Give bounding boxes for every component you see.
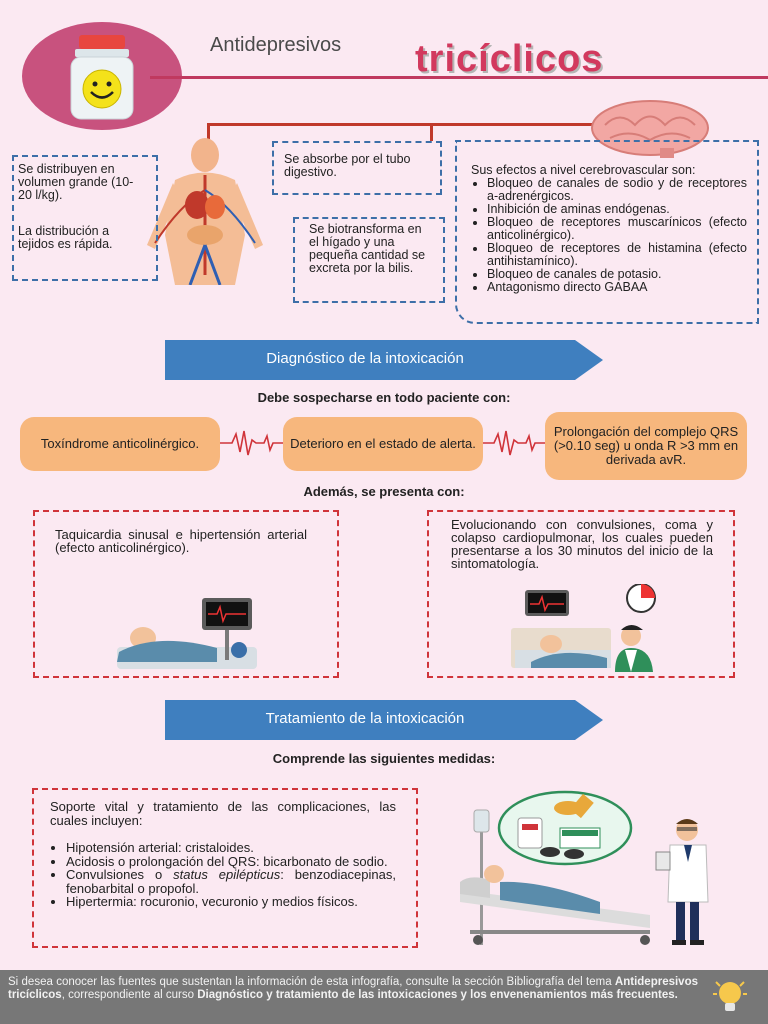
connector-line (207, 123, 607, 126)
list-item: Inhibición de aminas endógenas. (487, 203, 747, 216)
treatment-box: Soporte vital y tratamiento de las compl… (32, 788, 418, 948)
absorption-box: Se absorbe por el tubo digestivo. (272, 141, 442, 195)
footer-text: Si desea conocer las fuentes que sustent… (8, 976, 698, 1002)
diagnosis-banner-shape (165, 340, 603, 380)
footer: Si desea conocer las fuentes que sustent… (0, 970, 768, 1024)
ecg-line-icon (480, 430, 550, 456)
convulsion-box: Evolucionando con convulsiones, coma y c… (427, 510, 735, 678)
connector-line (430, 123, 433, 141)
footer-text-part1: Si desea conocer las fuentes que sustent… (8, 976, 615, 988)
lightbulb-icon (713, 981, 747, 1011)
page-title: tricíclicos (415, 38, 604, 80)
absorption-text: Se absorbe por el tubo digestivo. (284, 152, 411, 179)
list-item: Hipertermia: rocuronio, vecuronio y medi… (66, 895, 396, 909)
treatment-banner-shape (165, 700, 603, 740)
list-item: Convulsiones o status epilépticus: benzo… (66, 868, 396, 895)
list-item: Bloqueo de canales de sodio y de recepto… (487, 177, 747, 203)
convulsion-text: Evolucionando con convulsiones, coma y c… (451, 517, 713, 571)
title-underline (150, 76, 768, 79)
connector-line (207, 123, 210, 143)
list-item: Acidosis o prolongación del QRS: bicarbo… (66, 854, 396, 869)
patient-nurse-clock-illustration-icon (511, 584, 656, 672)
list-item: Hipotensión arterial: cristaloides. (66, 841, 396, 855)
diagnosis-banner-text: Diagnóstico de la intoxicación (266, 350, 464, 367)
list-item: Bloqueo de canales de potasio. (487, 268, 747, 281)
pill-anticholinergic: Toxíndrome anticolinérgico. (20, 417, 220, 471)
treatment-banner-text: Tratamiento de la intoxicación (265, 710, 465, 727)
suspect-heading: Debe sospecharse en todo paciente con: (257, 390, 511, 405)
list-item: Antagonismo directo GABAA (487, 281, 747, 294)
distribution-text-2: La distribución a tejidos es rápida. (18, 224, 113, 251)
distribution-text-1: Se distribuyen en volumen grande (10-20 … (18, 162, 134, 202)
measures-heading: Comprende las siguientes medidas: (272, 751, 496, 766)
list-item: Bloqueo de receptores muscarínicos (efec… (487, 216, 747, 242)
effects-list: Bloqueo de canales de sodio y de recepto… (471, 177, 747, 294)
seizure-label: Convulsiones o (66, 867, 174, 882)
metabolism-box: Se biotransforma en el hígado y una pequ… (293, 217, 445, 303)
list-item: Bloqueo de receptores de histamina (efec… (487, 242, 747, 268)
effects-intro: Sus efectos a nivel cerebrovascular son: (471, 163, 696, 177)
treatment-banner: Tratamiento de la intoxicación (165, 700, 565, 740)
status-epilepticus-text: status epilépticus (173, 867, 281, 882)
ecg-line-icon (218, 430, 288, 456)
tachycardia-text: Taquicardia sinusal e hipertensión arter… (55, 527, 307, 555)
seizure-treatment: : benzodiacepinas, fenobarbital o propof… (66, 867, 396, 896)
human-body-circulatory-icon (147, 138, 263, 285)
footer-course: Diagnóstico y tratamiento de las intoxic… (197, 989, 678, 1001)
smiley-pill-jar-icon (70, 35, 134, 120)
treatment-list: Hipotensión arterial: cristaloides. Acid… (50, 841, 396, 909)
hospital-bed-doctor-illustration-icon (460, 790, 709, 945)
distribution-box: Se distribuyen en volumen grande (10-20 … (12, 155, 158, 281)
also-heading: Además, se presenta con: (303, 484, 465, 499)
diagnosis-banner: Diagnóstico de la intoxicación (165, 340, 565, 380)
footer-text-part2: , correspondiente al curso (61, 989, 198, 1001)
pill-alertness: Deterioro en el estado de alerta. (283, 417, 483, 471)
tachycardia-box: Taquicardia sinusal e hipertensión arter… (33, 510, 339, 678)
pill-qrs: Prolongación del complejo QRS (>0.10 seg… (545, 412, 747, 480)
footer-topic: Antidepresivos tricíclicos (8, 976, 698, 1001)
patient-monitor-illustration-icon (117, 598, 257, 669)
metabolism-text: Se biotransforma en el hígado y una pequ… (309, 222, 426, 275)
treatment-intro: Soporte vital y tratamiento de las compl… (50, 799, 396, 828)
title-small: Antidepresivos (210, 34, 342, 56)
effects-box: Sus efectos a nivel cerebrovascular son:… (455, 140, 759, 324)
